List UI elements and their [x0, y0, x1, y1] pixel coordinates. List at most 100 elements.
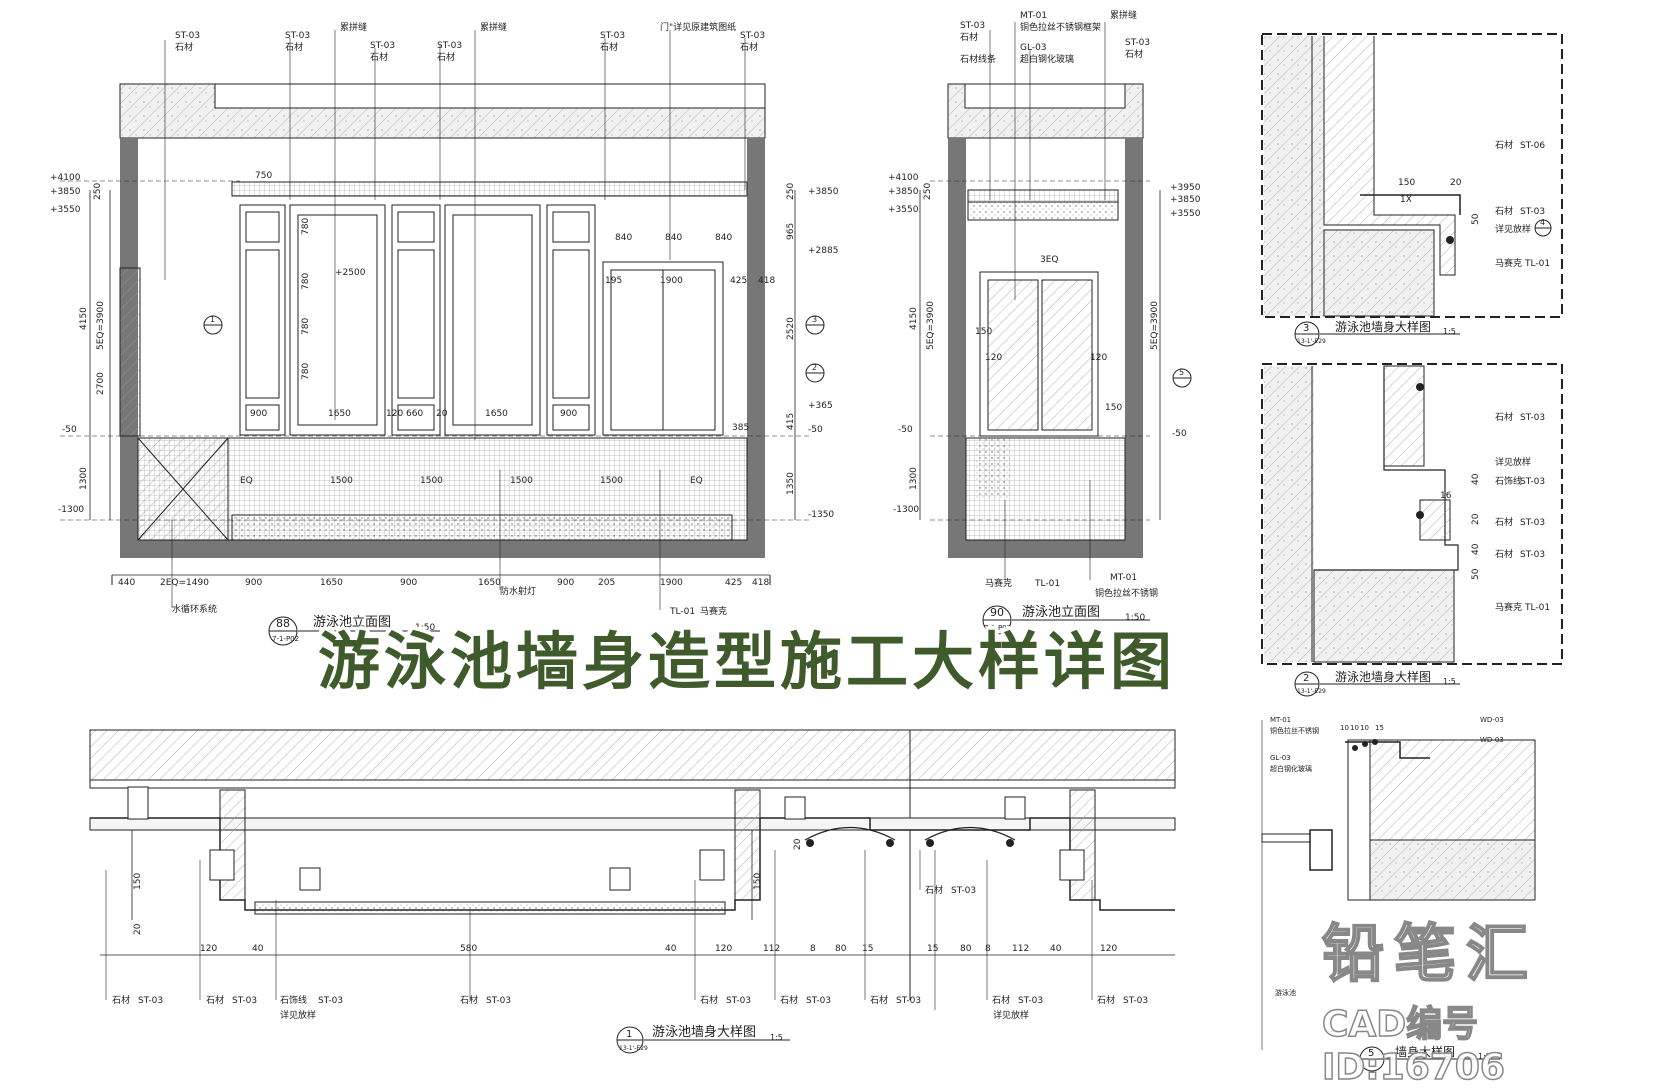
vdim: 5EQ=3900 — [96, 301, 106, 350]
dims-88-top: 750 840 840 840 195 1900 425 418 385 — [255, 171, 775, 433]
level: -50 — [898, 425, 913, 435]
vdim: 250 — [786, 183, 796, 200]
drawing-ref: 13-1'-E29 — [1297, 338, 1326, 345]
label-stone: 石材 — [112, 994, 130, 1006]
tag-tl01: TL-01 — [1034, 579, 1060, 589]
drawing-title-1: 1 13-1'-E29 游泳池墙身大样图 1:5 — [616, 1024, 790, 1054]
label-see-detail: 详见放样 — [280, 1009, 316, 1021]
level: -1300 — [893, 505, 919, 515]
label-bronze-frame: 铜色拉丝不锈钢框架 — [1020, 21, 1101, 33]
tag-st03: ST-03 — [806, 996, 831, 1006]
label-stone: 石材 — [437, 51, 455, 63]
tag-tl01: TL-01 — [669, 607, 695, 617]
vdim: 780 — [301, 273, 311, 290]
dim: 120 — [200, 944, 217, 954]
vdim: 415 — [786, 413, 796, 430]
tag-st03: ST-03 — [1520, 413, 1545, 423]
drawing-title: 游泳池墙身大样图 — [652, 1024, 756, 1040]
drawing-scale: 1:5 — [1443, 677, 1456, 686]
dims-88-bottom: 440 2EQ=1490 900 1650 900 1650 900 205 1… — [118, 578, 769, 588]
tag-st03: ST-03 — [175, 31, 200, 41]
dim: 1500 — [600, 476, 623, 486]
level: -1350 — [808, 510, 834, 520]
label-stone: 石材 — [960, 31, 978, 43]
section-marker-5[interactable]: 5 — [1172, 368, 1192, 388]
drawing-scale: 1:5 — [770, 1033, 783, 1042]
level: +4100 — [50, 173, 81, 183]
label-stone: 石材 — [1495, 411, 1513, 423]
dim: 660 — [406, 409, 423, 419]
marker-number: 4 — [1540, 218, 1545, 227]
dim: 385 — [732, 423, 749, 433]
tag-st03: ST-03 — [951, 886, 976, 896]
dim: 900 — [250, 409, 267, 419]
label-stone: 石材 — [1125, 48, 1143, 60]
section-marker-4[interactable]: 4 — [1534, 218, 1552, 237]
section-marker-3[interactable]: 3 — [805, 315, 825, 335]
label-stone: 石材 — [780, 994, 798, 1006]
vdim: 40 — [1471, 473, 1481, 485]
labels-d1: 石材 ST-03 石材 ST-03 石饰线 ST-03 详见放样 石材 ST-0… — [112, 884, 1148, 1021]
label-stone: 石材 — [1097, 994, 1115, 1006]
tag-mt01: MT-01 — [1110, 573, 1137, 583]
drawing-title-88: 88 7-1-P02 游泳池立面图 1:50 — [268, 615, 440, 646]
section-marker-2[interactable]: 2 — [805, 363, 825, 383]
label-stone: 石材 — [370, 51, 388, 63]
label-bronze-edge: 铜色拉丝不锈钢 — [1270, 726, 1319, 735]
vdim: 1300 — [909, 467, 919, 490]
label-drain: 水循环系统 — [172, 603, 217, 615]
drawing-number: 2 — [1303, 673, 1309, 684]
label-decor-line: 石饰线 — [1495, 475, 1522, 487]
vdim: 5EQ=3900 — [926, 301, 936, 350]
vdim: 20 — [133, 923, 143, 935]
level: +3850 — [50, 187, 81, 197]
dim: 40 — [1050, 944, 1062, 954]
label-stone: 石材 — [992, 994, 1010, 1006]
dim: 2EQ=1490 — [160, 578, 209, 588]
dim: 1500 — [510, 476, 533, 486]
dim: 80 — [960, 944, 972, 954]
label-joint: 累拼缝 — [340, 21, 367, 33]
dim: 1650 — [328, 409, 351, 419]
label-stone: 石材 — [600, 41, 618, 53]
dim: 1X — [1400, 195, 1412, 205]
label-stone: 石材 — [1495, 516, 1513, 528]
vdim: 20 — [1471, 513, 1481, 525]
dim: 120 — [715, 944, 732, 954]
dim: 425 — [730, 276, 747, 286]
drawing-title-90: 90 7-1-P03 游泳池立面图 1:50 — [982, 605, 1150, 635]
vdim: 50 — [1471, 568, 1481, 580]
dim: 120 — [386, 409, 403, 419]
dim: 10 — [1360, 724, 1369, 732]
detail-5: MT-01 铜色拉丝不锈钢 GL-03 超白钢化玻璃 WD-03 WD-03 1… — [1261, 716, 1536, 1072]
tag-wd03: WD-03 — [1480, 736, 1504, 744]
label-stone: 石材 — [1495, 205, 1513, 217]
dim: 1650 — [478, 578, 501, 588]
dim: 80 — [835, 944, 847, 954]
label-stone-line: 石材线条 — [960, 53, 996, 65]
tag-st03: ST-03 — [1123, 996, 1148, 1006]
drawing-title-3: 3 13-1'-E29 游泳池墙身大样图 1:5 — [1294, 319, 1460, 347]
tag-st03: ST-03 — [1520, 518, 1545, 528]
level: +3850 — [1170, 195, 1201, 205]
tag-st03: ST-03 — [1520, 477, 1545, 487]
vdim: 780 — [301, 363, 311, 380]
label-mosaic: 马赛克 — [700, 605, 727, 617]
label-mosaic: 马赛克 — [1495, 601, 1522, 613]
vdim: 250 — [923, 183, 933, 200]
vdim: 250 — [93, 183, 103, 200]
dim: 150 — [1105, 403, 1122, 413]
level: +3550 — [50, 205, 81, 215]
dim: 15 — [862, 944, 873, 954]
dim: 900 — [557, 578, 574, 588]
drawing-number: 88 — [276, 617, 290, 630]
label-stone: 石材 — [925, 884, 943, 896]
tag-st03: ST-03 — [1018, 996, 1043, 1006]
dim: 900 — [400, 578, 417, 588]
drawing-title-2: 2 13-1'-E29 游泳池墙身大样图 1:5 — [1294, 669, 1460, 697]
tag-st03: ST-03 — [486, 996, 511, 1006]
dim: 8 — [810, 944, 816, 954]
section-marker-1[interactable]: 1 — [203, 315, 223, 335]
dim: 425 — [725, 578, 742, 588]
marker-number: 3 — [812, 315, 817, 324]
